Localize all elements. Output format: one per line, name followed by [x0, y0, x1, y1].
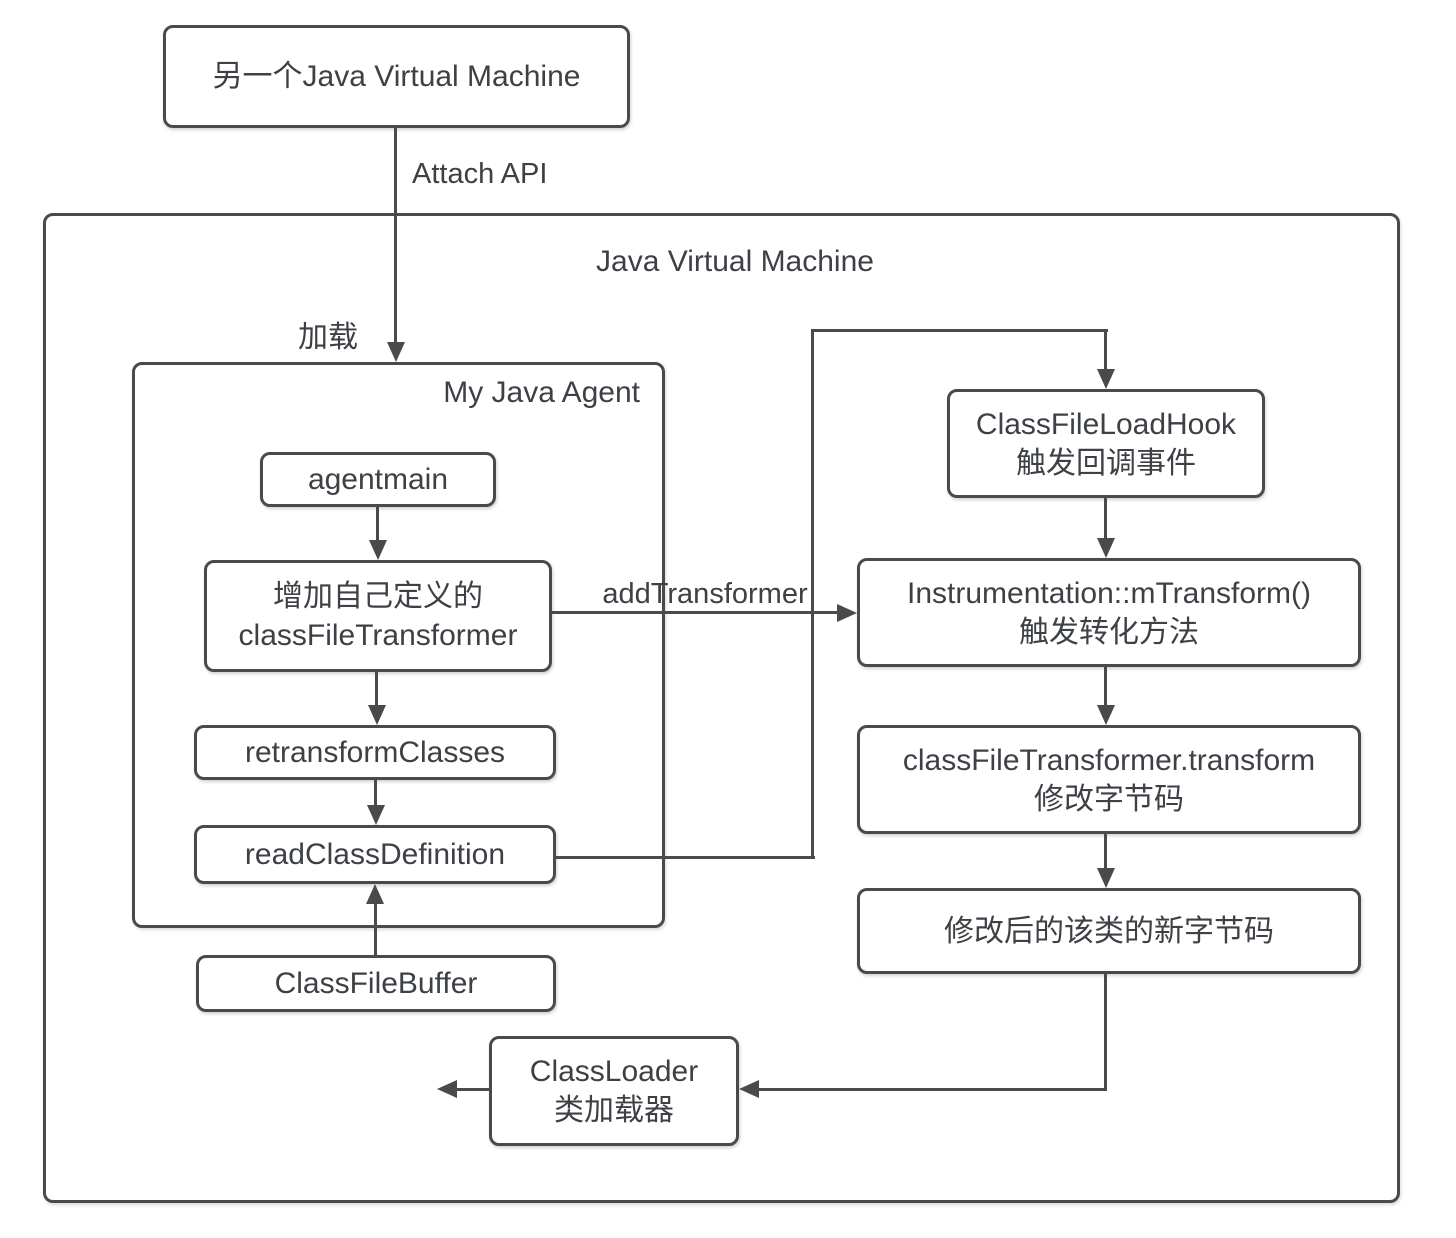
node-class-loader: ClassLoader 类加载器 [489, 1036, 739, 1146]
container-jvm-title: Java Virtual Machine [596, 245, 874, 278]
edge-hook-instrumentation-line [1104, 498, 1107, 540]
edge-label-add-transformer: addTransformer [602, 578, 808, 610]
container-my-java-agent-title: My Java Agent [443, 376, 640, 409]
edge-readclass-hook-segment4 [1104, 329, 1107, 371]
node-retransform-classes: retransformClasses [194, 725, 556, 780]
edge-add-transformer-arrowhead-icon [837, 604, 857, 622]
node-other-jvm: 另一个Java Virtual Machine [163, 25, 630, 128]
edge-readclass-hook-segment1 [556, 856, 815, 859]
edge-retransform-readclass-arrowhead-icon [367, 805, 385, 825]
edge-agentmain-arrowhead-icon [369, 540, 387, 560]
edge-add-transformer-line [552, 611, 839, 614]
node-instrumentation-mtransform: Instrumentation::mTransform() 触发转化方法 [857, 558, 1361, 667]
edge-transform-bytecode-line [1104, 834, 1107, 870]
edge-classloader-out-arrowhead-icon [437, 1080, 457, 1098]
node-class-file-load-hook: ClassFileLoadHook 触发回调事件 [947, 389, 1265, 498]
node-read-class-definition: readClassDefinition [194, 825, 556, 884]
edge-transformer-retransform-line [375, 672, 378, 707]
node-custom-classfiletransformer: 增加自己定义的 classFileTransformer [204, 560, 552, 672]
edge-bytecode-classloader-arrowhead-icon [739, 1080, 759, 1098]
edge-bytecode-classloader-segment2 [755, 1088, 1106, 1091]
edge-instrumentation-transform-line [1104, 667, 1107, 707]
edge-buffer-readclass-line [374, 902, 377, 955]
edge-buffer-readclass-arrowhead-icon [366, 884, 384, 904]
container-jvm-box [43, 213, 1400, 1203]
edge-transform-bytecode-arrowhead-icon [1097, 868, 1115, 888]
edge-readclass-hook-segment2 [811, 329, 814, 859]
edge-readclass-hook-arrowhead-icon [1097, 369, 1115, 389]
node-class-file-buffer: ClassFileBuffer [196, 955, 556, 1012]
node-new-bytecode: 修改后的该类的新字节码 [857, 888, 1361, 974]
edge-attach-arrowhead-icon [387, 342, 405, 362]
node-agentmain: agentmain [260, 452, 496, 507]
edge-instrumentation-transform-arrowhead-icon [1097, 705, 1115, 725]
edge-attach-line [394, 128, 397, 342]
edge-classloader-out-line [455, 1088, 489, 1091]
node-classfiletransformer-transform: classFileTransformer.transform 修改字节码 [857, 725, 1361, 834]
edge-label-load: 加载 [298, 321, 358, 354]
edge-transformer-retransform-arrowhead-icon [368, 705, 386, 725]
edge-agentmain-line [376, 507, 379, 542]
container-my-java-agent-box [132, 362, 665, 928]
edge-bytecode-classloader-segment1 [1104, 974, 1107, 1091]
edge-label-attach-api: Attach API [412, 158, 548, 190]
edge-readclass-hook-segment3 [811, 329, 1108, 332]
edge-retransform-readclass-line [374, 780, 377, 807]
edge-hook-instrumentation-arrowhead-icon [1097, 538, 1115, 558]
